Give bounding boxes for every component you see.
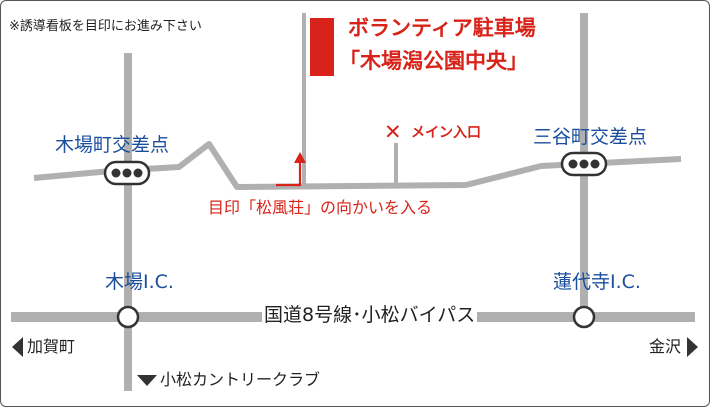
route-arrow-head [294,152,306,163]
direction-label-south: 小松カントリークラブ [160,370,321,389]
parking-marker [310,18,334,76]
interchange-label-rendaiji: 蓮代寺I.C. [553,271,641,293]
interchange-marker-kiba [116,305,140,329]
parking-location: 「木場潟公園中央」 [339,49,528,73]
guide-sign-notice: ※誘導看板を目印にお進み下さい [9,19,202,34]
parking-name: ボランティア駐車場 [348,16,536,40]
main-entrance-x-icon: ✕ [384,120,402,144]
interchange-marker-rendaiji [572,305,596,329]
arrow-down-icon [137,375,157,386]
landmark-hint: 目印「松風荘」の向かいを入る [208,198,433,217]
traffic-signal-icon-sanya [560,151,608,177]
direction-label-east: 金沢 [649,337,682,356]
direction-label-west: 加賀町 [27,337,76,356]
highway-label: 国道8号線･小松バイパス [262,304,478,326]
intersection-label-sanya-cho: 三谷町交差点 [533,126,648,148]
interchange-label-kiba: 木場I.C. [105,271,174,293]
main-entrance-label: メイン入口 [411,125,481,141]
route-arrow-line [276,161,302,187]
arrow-right-icon [687,337,698,357]
traffic-signal-icon-kiba [103,160,151,186]
arrow-left-icon [12,337,23,357]
intersection-label-kiba-cho: 木場町交差点 [55,134,170,156]
